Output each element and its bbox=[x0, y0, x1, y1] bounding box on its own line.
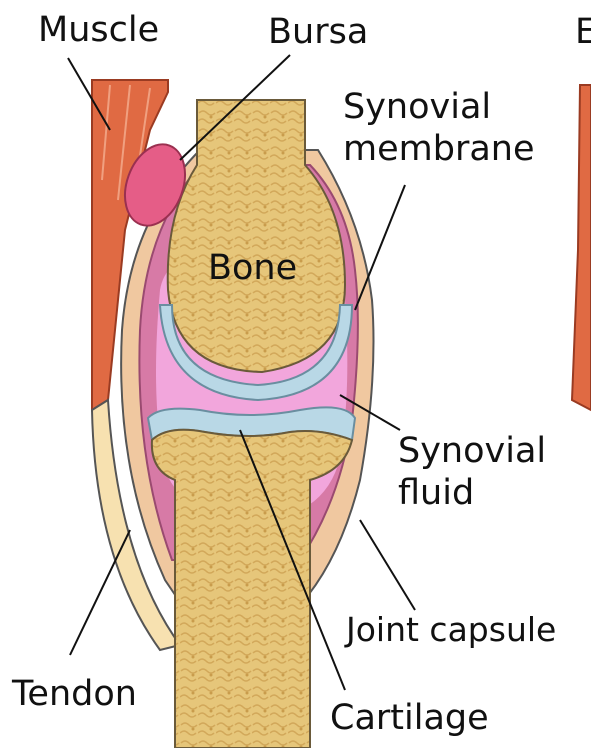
label-joint-capsule: Joint capsule bbox=[346, 613, 556, 648]
label-cartilage: Cartilage bbox=[330, 700, 489, 737]
label-bursa: Bursa bbox=[268, 14, 368, 51]
label-synovial-fluid-line1: Synovial bbox=[398, 430, 546, 472]
muscle-right bbox=[572, 85, 591, 410]
label-cut-off: E bbox=[575, 14, 591, 51]
label-synovial-membrane-line2: membrane bbox=[343, 128, 535, 170]
label-muscle: Muscle bbox=[38, 12, 159, 49]
label-tendon: Tendon bbox=[12, 676, 137, 713]
upper-bone bbox=[168, 100, 345, 372]
label-synovial-membrane-line1: Synovial bbox=[343, 86, 535, 128]
label-synovial-fluid: Synovial fluid bbox=[398, 430, 546, 514]
label-bone: Bone bbox=[208, 250, 297, 287]
label-synovial-fluid-line2: fluid bbox=[398, 472, 546, 514]
label-synovial-membrane: Synovial membrane bbox=[343, 86, 535, 170]
